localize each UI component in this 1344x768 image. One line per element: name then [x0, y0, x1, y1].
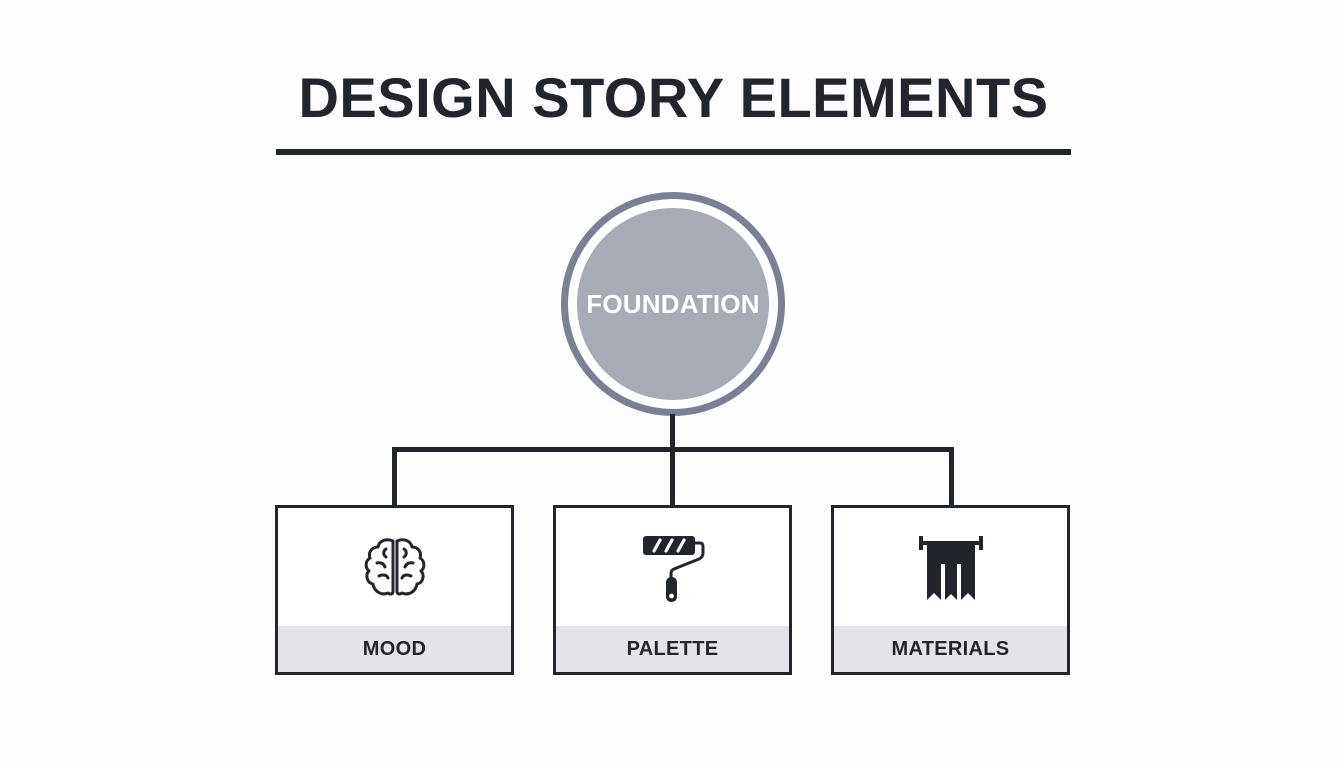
brain-icon: [278, 528, 511, 608]
foundation-node-fill: FOUNDATION: [577, 208, 769, 400]
connector-horizontal-bar: [392, 447, 954, 452]
foundation-node: FOUNDATION: [561, 192, 785, 416]
fabric-banner-icon: [834, 528, 1067, 608]
card-label-palette: PALETTE: [556, 626, 789, 672]
card-mood: MOOD: [275, 505, 514, 675]
foundation-label: FOUNDATION: [586, 288, 760, 319]
connector-right-drop: [949, 447, 954, 507]
connector-left-drop: [392, 447, 397, 507]
card-materials: MATERIALS: [831, 505, 1070, 675]
card-label-materials: MATERIALS: [834, 626, 1067, 672]
card-label-mood: MOOD: [278, 626, 511, 672]
card-palette: PALETTE: [553, 505, 792, 675]
paint-roller-icon: [556, 528, 789, 608]
diagram-title: DESIGN STORY ELEMENTS: [298, 66, 1049, 129]
connector-trunk: [670, 414, 675, 507]
title-underline: [276, 149, 1071, 155]
